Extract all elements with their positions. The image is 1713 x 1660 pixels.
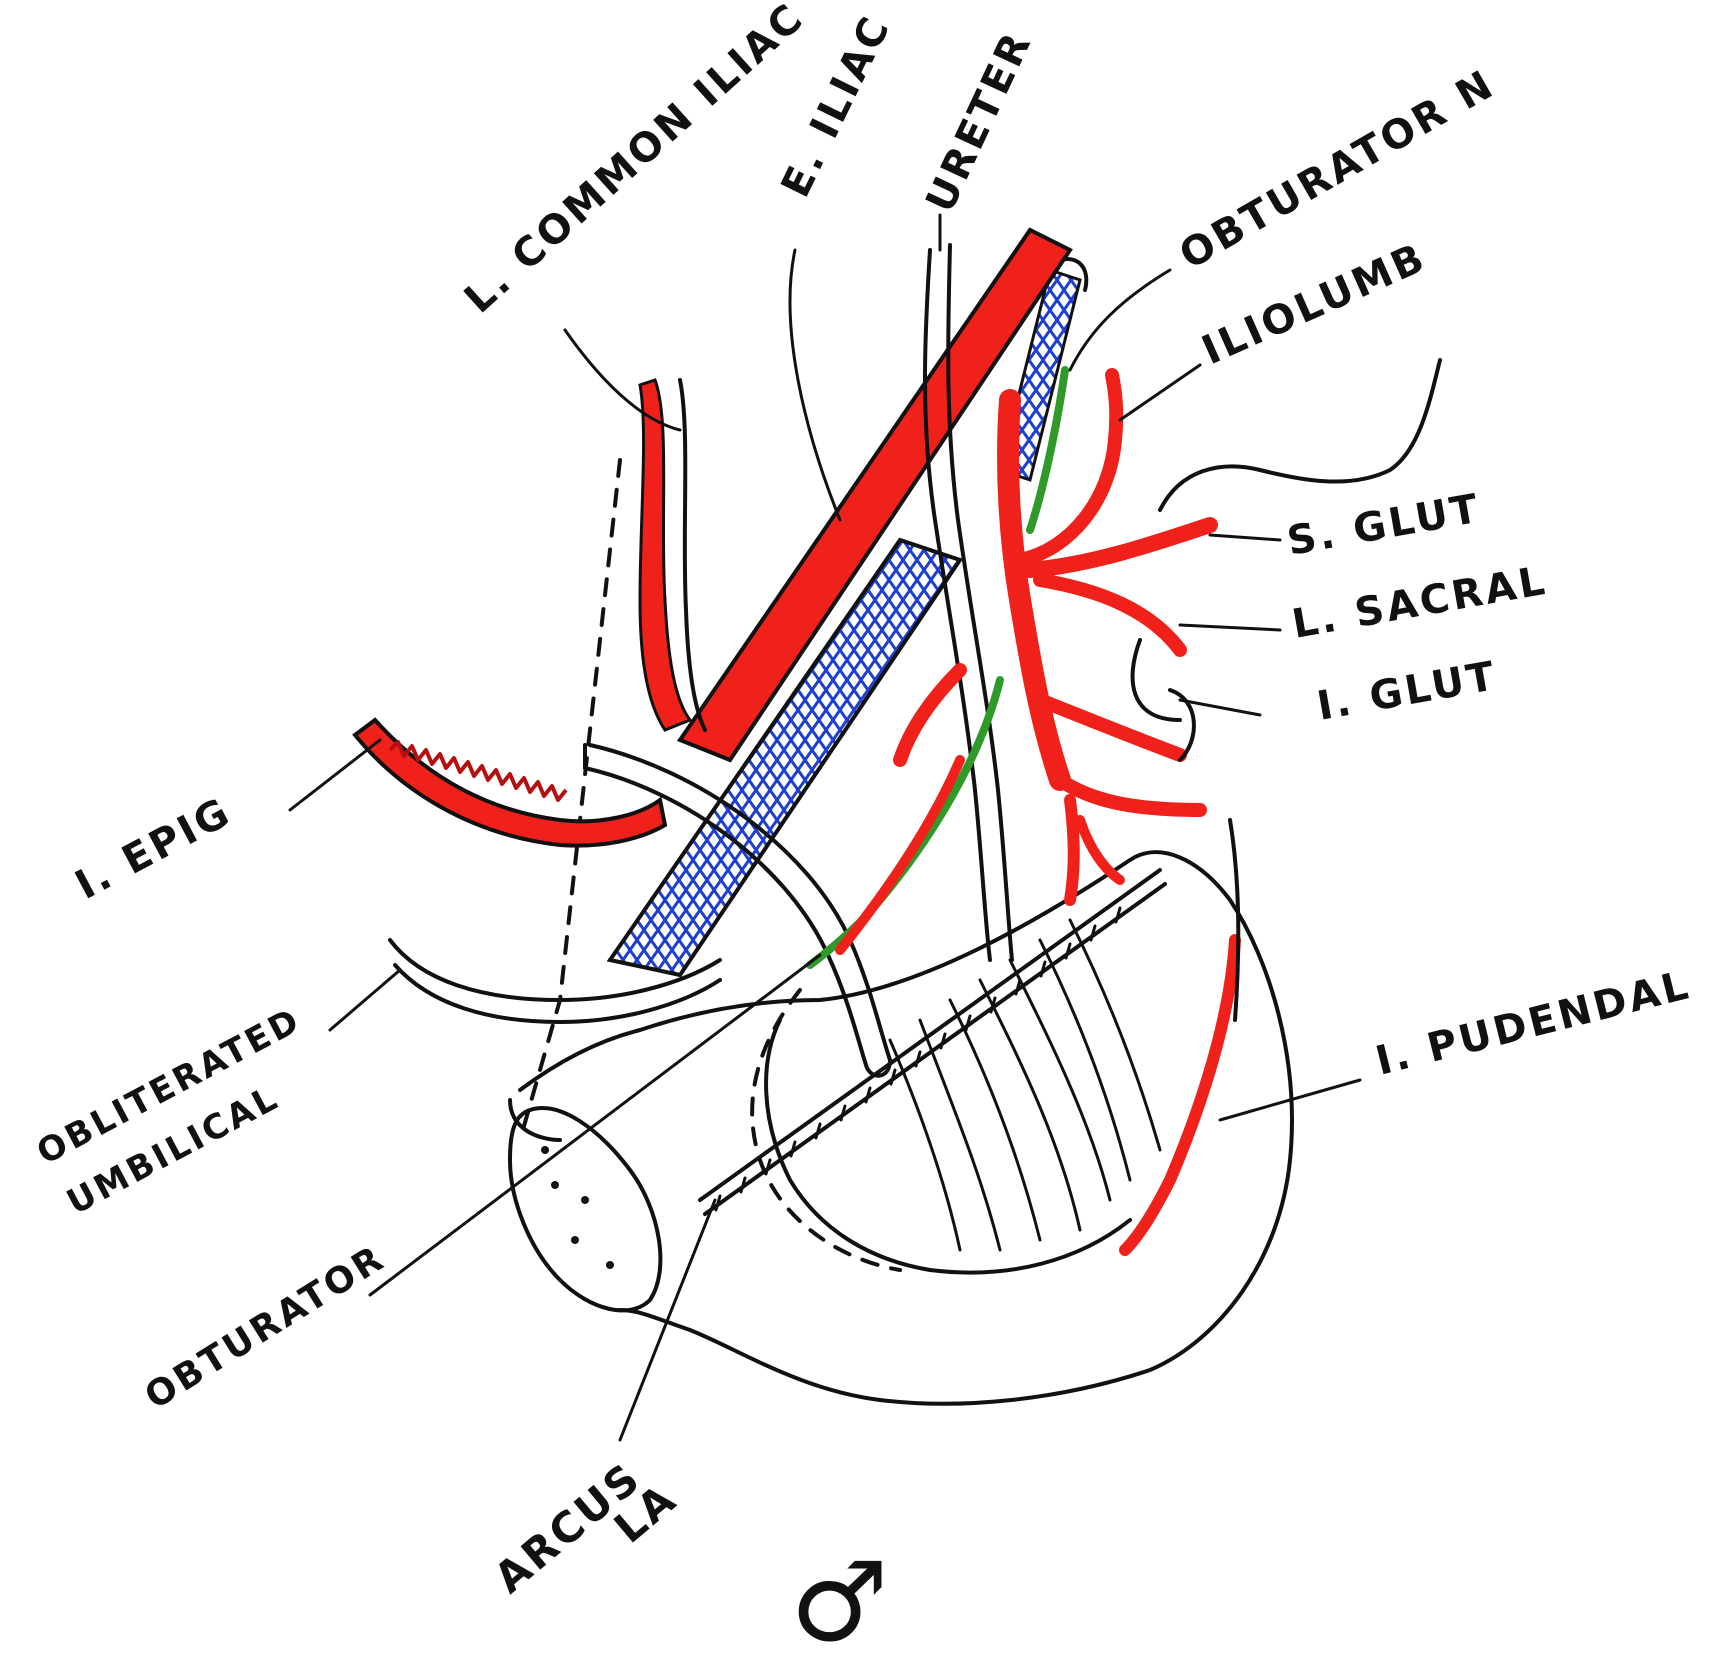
label-obturator: OBTURATOR (138, 1237, 393, 1417)
leader-umbilical (330, 970, 400, 1030)
label-common-iliac: L. COMMON ILIAC (456, 0, 813, 322)
deep-circumflex-vessel (640, 380, 705, 730)
obturator-artery (900, 670, 960, 760)
muscle-fibre-1 (980, 980, 1080, 1230)
label-inf-gluteal: I. GLUT (1314, 653, 1501, 730)
levator-muscle-outline (766, 1020, 1130, 1273)
leader-lines (290, 215, 1360, 1440)
label-lat-sacral: L. SACRAL (1289, 558, 1551, 648)
label-internal-pudendal: I. PUDENDAL (1371, 962, 1695, 1085)
deep-circumflex-artery (640, 380, 690, 730)
male-symbol-icon: ♂ (790, 1538, 889, 1660)
obturator-artery-lower (840, 760, 960, 950)
labels: L. COMMON ILIAC E. ILIAC URETER OBTURATO… (30, 0, 1695, 1660)
arcus-line-lower (705, 884, 1165, 1214)
sacrum-curve (1160, 360, 1440, 510)
obturator-foramen-outline (510, 1108, 660, 1310)
visceral-branch-1 (1070, 800, 1074, 900)
visceral-branch-2 (1080, 820, 1120, 880)
foramen-dot (581, 1196, 589, 1204)
leader-lat-sacral (1180, 625, 1280, 630)
dashed-vertical-line (520, 460, 620, 1140)
foramen-dot (606, 1261, 614, 1269)
lateral-sacral-artery (1040, 580, 1180, 650)
muscle-fibre-6 (920, 1020, 1000, 1250)
obturator-foramen (510, 1108, 660, 1310)
inferior-epigastric-band (355, 720, 665, 846)
inferior-epigastric-artery (355, 720, 665, 846)
leader-sup-gluteal (1210, 535, 1280, 540)
label-inferior-epigastric: I. EPIG (68, 789, 239, 909)
leader-obturator (370, 955, 820, 1295)
deep-circumflex-outline (680, 380, 705, 730)
arcus-line-upper (700, 870, 1160, 1200)
leader-ext-iliac (790, 250, 840, 520)
foramen-dot (541, 1146, 549, 1154)
leader-iliolumbar (1120, 365, 1200, 420)
foramen-dot (551, 1181, 559, 1189)
muscle-fibre-5 (950, 1000, 1040, 1240)
label-sup-gluteal: S. GLUT (1284, 486, 1485, 565)
label-obturator-n: OBTURATOR N (1172, 61, 1503, 279)
leader-epigastric (290, 740, 380, 810)
leader-arcus (620, 1200, 715, 1440)
label-ureter: URETER (917, 24, 1041, 219)
foramen-dot (571, 1236, 579, 1244)
anterior-division-artery (1060, 780, 1200, 810)
